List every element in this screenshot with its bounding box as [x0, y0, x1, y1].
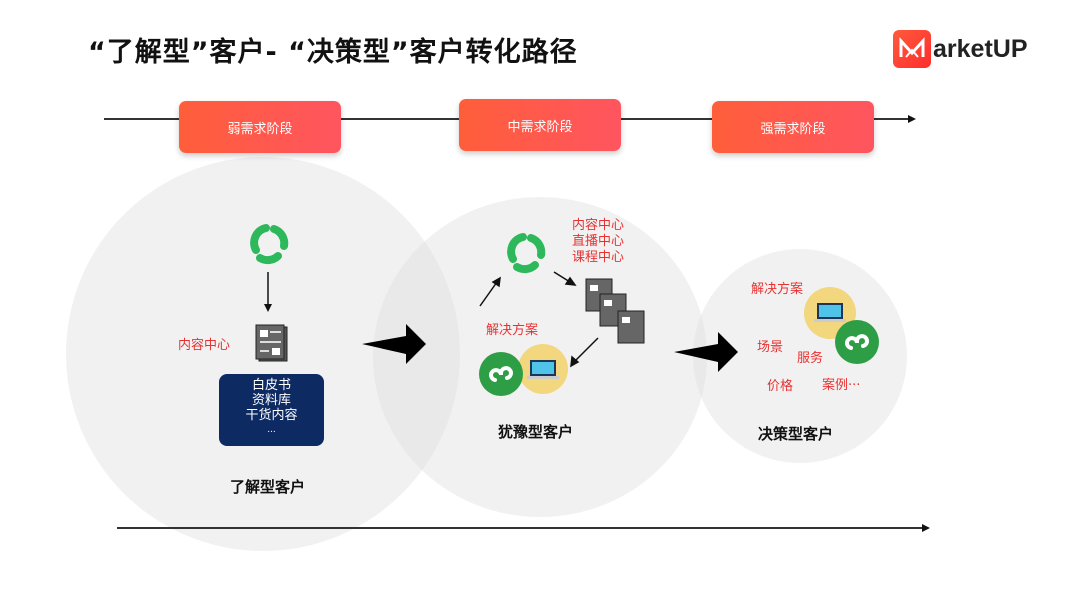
content-list-box: 白皮书 资料库 干货内容 ...	[219, 374, 324, 446]
solution-laptop-icon	[804, 287, 856, 339]
documents-stack-icon	[585, 278, 645, 344]
transition-arrow-icon	[362, 324, 426, 364]
content-item: ...	[267, 425, 276, 435]
bottom-timeline-arrowhead	[922, 524, 930, 532]
mini-program-icon	[835, 320, 879, 364]
wechat-channel-icon	[507, 233, 546, 274]
logo: arketUP	[893, 30, 1028, 68]
bottom-timeline	[117, 527, 924, 529]
tag-scene: 场景	[757, 340, 784, 355]
decision-customer-label: 决策型客户	[758, 425, 834, 443]
content-center-label: 内容中心	[178, 338, 231, 353]
mini-program-icon	[479, 352, 523, 396]
tag-price: 价格	[767, 379, 794, 394]
logo-mark-icon	[893, 30, 931, 68]
course-center-label: 课程中心	[572, 250, 625, 265]
wechat-channel-icon	[250, 224, 289, 265]
transition-arrow-icon	[674, 332, 738, 372]
content-item: 资料库	[251, 393, 291, 408]
document-icon	[255, 324, 288, 362]
content-item: 干货内容	[245, 408, 298, 423]
hesitant-customer-label: 犹豫型客户	[498, 423, 574, 441]
solution-laptop-icon	[518, 344, 568, 394]
content-item: 白皮书	[251, 378, 291, 393]
tag-cases: 案例···	[822, 378, 861, 393]
stage-weak: 弱需求阶段	[179, 101, 341, 153]
top-timeline-arrowhead	[908, 115, 916, 123]
content-center-label: 内容中心	[572, 218, 625, 233]
solution-label: 解决方案	[751, 282, 804, 297]
solution-label: 解决方案	[486, 323, 539, 338]
stage-medium: 中需求阶段	[459, 99, 621, 151]
stage-strong: 强需求阶段	[712, 101, 874, 153]
logo-text: arketUP	[933, 34, 1028, 63]
down-arrow-icon	[264, 272, 272, 312]
page-title: “了解型”客户- “决策型”客户转化路径	[88, 37, 578, 68]
understand-customer-label: 了解型客户	[230, 478, 306, 496]
hesitant-content-labels: 内容中心 直播中心 课程中心	[572, 218, 624, 266]
tag-service: 服务	[797, 351, 824, 366]
live-center-label: 直播中心	[572, 234, 625, 249]
